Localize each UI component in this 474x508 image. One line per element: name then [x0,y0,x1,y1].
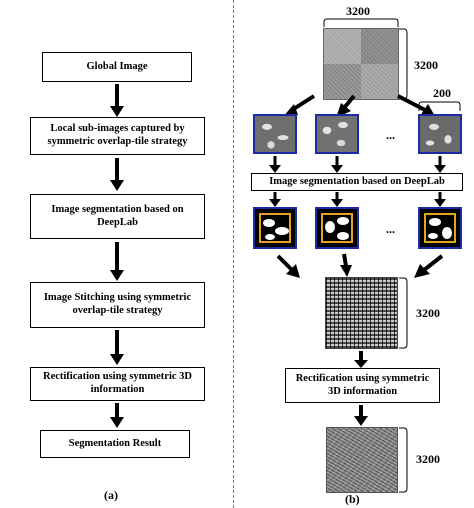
size-bracket-top [323,18,399,27]
arrows-tiles-to-stitched [276,253,444,278]
step-stitching-label: Image Stitching using symmetric overlap-… [43,292,192,316]
global-image-quadrant [361,29,398,64]
segmented-tile-2 [315,207,359,249]
size-label-top: 3200 [346,4,370,18]
step-segmentation-result-label: Segmentation Result [68,437,162,449]
arrow-tile2-to-seg [331,156,343,173]
step-global-image: Global Image [42,52,192,82]
tile-image-1 [253,114,297,154]
result-image [326,427,398,493]
step-local-subimages: Local sub-images captured by symmetric o… [30,117,205,155]
stitched-image-grid [326,278,397,348]
global-image-quadrant [324,29,361,64]
caption-a: (a) [104,488,118,502]
arrow-down-1 [110,84,124,117]
rectification-box: Rectification using symmetric 3D informa… [285,368,440,403]
size-bracket-result [399,427,408,493]
arrow-rect-to-result [354,405,368,426]
arrow-seg-to-out2 [331,192,343,207]
global-image-quadrant [361,64,398,99]
segmented-tile-1 [253,207,297,249]
result-image-texture [327,428,397,492]
arrow-seg-to-outn [434,192,446,207]
global-image [323,28,399,100]
segmentation-box: Image segmentation based on DeepLab [251,173,463,191]
tile-image-2 [315,114,359,154]
size-label-tile: 200 [433,86,451,100]
segmented-tile-n [418,207,462,249]
arrow-stitched-to-rect [354,351,368,368]
size-bracket-stitched [399,277,408,349]
arrow-seg-to-out1 [269,192,281,207]
step-segmentation: Image segmentation based on DeepLab [30,194,205,239]
global-image-quadrant [324,64,361,99]
ellipsis-segmented: ... [386,222,395,236]
panel-divider [233,0,234,508]
step-rectification: Rectification using symmetric 3D informa… [30,367,205,401]
segmentation-box-label: Image segmentation based on DeepLab [269,175,445,187]
arrow-tile1-to-seg [269,156,281,173]
rectification-box-label: Rectification using symmetric 3D informa… [295,372,430,397]
stitched-image [325,277,398,349]
caption-b: (b) [345,492,360,506]
step-local-subimages-label: Local sub-images captured by symmetric o… [47,123,188,147]
arrow-down-4 [110,330,124,365]
size-label-stitched: 3200 [416,306,440,320]
arrow-down-2 [110,158,124,191]
step-segmentation-label: Image segmentation based on DeepLab [51,203,184,228]
step-global-image-label: Global Image [86,60,148,72]
tile-image-n [418,114,462,154]
size-label-result: 3200 [416,452,440,466]
step-stitching: Image Stitching using symmetric overlap-… [30,282,205,328]
arrow-down-3 [110,242,124,281]
ellipsis-tiles: ... [386,128,395,142]
size-bracket-tile [418,101,461,111]
arrow-down-5 [110,403,124,428]
step-segmentation-result: Segmentation Result [40,430,190,458]
arrow-tilen-to-seg [434,156,446,173]
size-label-global: 3200 [414,58,438,72]
step-rectification-label: Rectification using symmetric 3D informa… [42,371,192,395]
